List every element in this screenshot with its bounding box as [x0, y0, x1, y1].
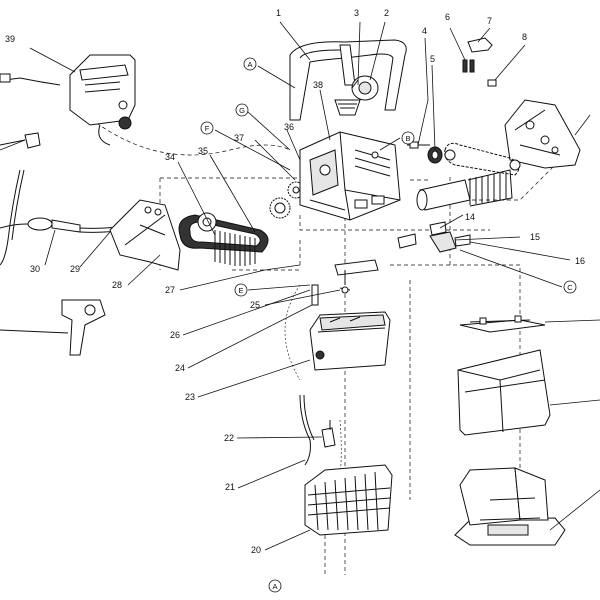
ref-letter-f: F: [205, 124, 210, 133]
filter-support-bar: [459, 315, 546, 333]
left-brush-assembly: [178, 212, 269, 266]
label-part-14: 14: [465, 212, 475, 222]
ref-letter-a-bottom: A: [272, 582, 277, 591]
label-part-37: 37: [234, 133, 244, 143]
motor-housing: [299, 131, 401, 221]
label-part-6: 6: [445, 12, 450, 22]
label-part-30: 30: [30, 264, 40, 274]
label-part-7: 7: [487, 16, 492, 26]
power-supply-39: [0, 54, 136, 146]
label-part-16: 16: [575, 256, 585, 266]
ref-circle-b: [401, 131, 415, 145]
handle-1: [289, 39, 407, 121]
part-number-labels: 1 2 3 4 5 6 7 8 14 15 16 20 21 22 23 24 …: [5, 8, 585, 555]
ref-letter-c: C: [567, 283, 573, 292]
filter-bag: [457, 349, 551, 436]
basket-20: [304, 464, 393, 536]
label-part-26: 26: [170, 330, 180, 340]
label-part-21: 21: [225, 482, 235, 492]
filter-box-23: [309, 311, 391, 371]
bearing-parts-4-5: [407, 141, 443, 164]
right-brush-roller: [416, 169, 513, 211]
label-part-24: 24: [175, 363, 185, 373]
leader-lines: [0, 21, 600, 551]
small-parts-24-25-26: [311, 259, 379, 306]
label-part-1: 1: [276, 8, 281, 18]
label-part-28: 28: [112, 280, 122, 290]
propeller-38: [334, 99, 361, 116]
ref-letter-b: B: [405, 134, 410, 143]
right-side-plate: [504, 99, 581, 169]
label-part-2: 2: [384, 8, 389, 18]
label-part-23: 23: [185, 392, 195, 402]
label-part-22: 22: [224, 433, 234, 443]
ref-circle-c: [563, 280, 577, 294]
ref-circle-f: [200, 121, 214, 135]
label-part-35: 35: [198, 146, 208, 156]
drive-gears: [269, 181, 305, 219]
label-part-5: 5: [430, 54, 435, 64]
label-part-15: 15: [530, 232, 540, 242]
label-part-27: 27: [165, 285, 175, 295]
reference-letters: A G F B C E A: [200, 57, 577, 593]
assembly-guide-lines: [79, 109, 561, 575]
right-drive-track: [444, 142, 521, 176]
ref-circle-g: [235, 103, 249, 117]
impeller-2: [351, 75, 379, 101]
ref-letter-a-top: A: [247, 60, 252, 69]
ref-circle-a-top: [243, 57, 257, 71]
clips-6-7-8: [462, 37, 497, 87]
ref-circle-a-bottom: [268, 579, 282, 593]
ref-letter-e: E: [238, 286, 243, 295]
clips-14-15-16: [397, 221, 471, 253]
label-part-3: 3: [354, 8, 359, 18]
ref-letter-g: G: [239, 106, 245, 115]
left-side-plate-28: [109, 199, 181, 271]
label-part-20: 20: [251, 545, 261, 555]
label-part-34: 34: [165, 152, 175, 162]
label-part-4: 4: [422, 26, 427, 36]
label-part-29: 29: [70, 264, 80, 274]
label-part-36: 36: [284, 122, 294, 132]
ref-circle-e: [234, 283, 248, 297]
hose-21-22: [299, 394, 336, 466]
label-part-25: 25: [250, 300, 260, 310]
filter-frame: [454, 467, 566, 546]
label-part-38: 38: [313, 80, 323, 90]
label-part-8: 8: [522, 32, 527, 42]
swivel-tool: [0, 299, 106, 356]
label-part-39: 39: [5, 34, 15, 44]
